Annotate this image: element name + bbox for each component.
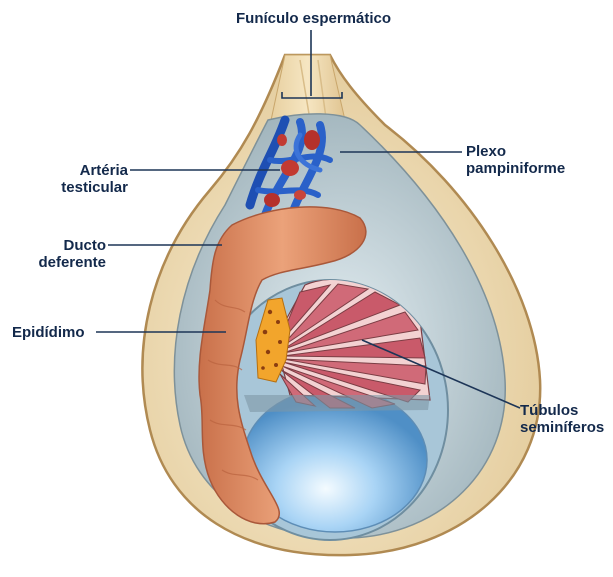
testicular-artery-label-line2: testicular bbox=[52, 179, 128, 196]
vas-deferens-label: Ducto deferente bbox=[30, 237, 106, 271]
seminiferous-tubules-label-line1: Túbulos bbox=[520, 402, 604, 419]
testicular-artery-label-line1: Artéria bbox=[52, 162, 128, 179]
testicular-artery-label: Artéria testicular bbox=[52, 162, 128, 196]
pampiniform-plexus-label-line2: pampiniforme bbox=[466, 160, 565, 177]
seminiferous-tubules-label-line2: seminíferos bbox=[520, 419, 604, 436]
vas-deferens-label-line1: Ducto bbox=[30, 237, 106, 254]
vas-deferens-label-line2: deferente bbox=[30, 254, 106, 271]
pampiniform-plexus-label: Plexo pampiniforme bbox=[466, 143, 565, 177]
epididymis-label: Epidídimo bbox=[12, 324, 85, 341]
seminiferous-tubules-label: Túbulos seminíferos bbox=[520, 402, 604, 436]
spermatic-cord-label: Funículo espermático bbox=[236, 10, 391, 27]
pampiniform-plexus-label-line1: Plexo bbox=[466, 143, 565, 160]
